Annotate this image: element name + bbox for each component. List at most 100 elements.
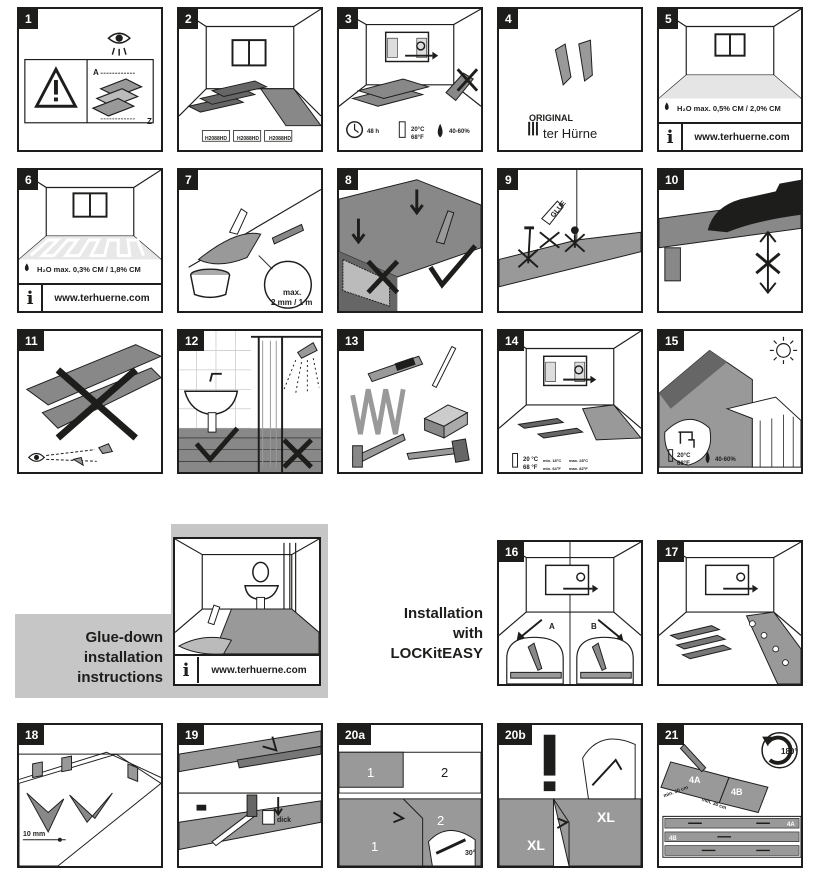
original-tools-illustration <box>528 39 593 136</box>
panel-21: 21 180° 4A 4B min. 30 cm min. 30 cm 4A 4… <box>657 723 803 868</box>
conservatory-illustration <box>659 336 801 468</box>
panel-10: 10 <box>657 168 803 313</box>
panel-5: 5 H₂O max. 0,5% CM / 2,0% CM i www.terhu… <box>657 7 803 152</box>
max-c-label: max. 28°C <box>569 458 589 463</box>
label-b: B <box>591 622 597 631</box>
title-line: instructions <box>77 669 163 686</box>
sun-icon <box>769 336 798 365</box>
panel-20a: 20a 1 2 1 2 30° <box>337 723 483 868</box>
step-number: 4 <box>499 9 518 29</box>
info-bar: i www.terhuerne.com <box>175 654 319 684</box>
no-glue-no-nails-illustration <box>499 170 641 288</box>
step-number: 16 <box>499 542 525 562</box>
panel-20b: 20b XL XL <box>497 723 643 868</box>
website-link[interactable]: www.terhuerne.com <box>694 131 790 143</box>
min-c-label: min. 18°C <box>543 458 562 463</box>
label-a: A <box>549 622 555 631</box>
humidity-label: 40-60% <box>449 129 470 135</box>
screed-moisture-illustration <box>659 9 801 111</box>
info-icon: i <box>19 285 43 311</box>
panel-7: 7 max. 2 mm / 1 m <box>177 168 323 313</box>
panel-12: 12 <box>177 329 323 474</box>
step-number: 18 <box>19 725 45 745</box>
panel-18: 18 10 mm <box>17 723 163 868</box>
sort-panels-illustration <box>659 542 801 684</box>
step-number: 6 <box>19 170 38 190</box>
max-label: max. <box>283 288 302 297</box>
temp-f-label: 68 °F <box>523 465 538 471</box>
thickness-label: dick <box>277 817 292 824</box>
original-label: ORIGINAL <box>529 113 573 123</box>
panel-2: 2 H2088HD H2088HD H2088HD <box>177 7 323 152</box>
temp-f-label: 68°F <box>677 461 690 467</box>
min-f-label: min. 64°F <box>543 466 561 471</box>
step-number: 1 <box>19 9 38 29</box>
lockiteasy-title: Installation with LOCKitEASY <box>370 604 483 664</box>
panel-17: 17 <box>657 540 803 686</box>
panel-16: 16 A B <box>497 540 643 686</box>
info-bar: i www.terhuerne.com <box>19 283 161 311</box>
underfloor-heating-illustration <box>19 170 161 272</box>
level-floor-illustration <box>188 188 321 309</box>
step-number: 19 <box>179 725 205 745</box>
step-number: 8 <box>339 170 358 190</box>
step-number: 20b <box>499 725 532 745</box>
glue-down-background <box>15 614 171 698</box>
box-label-1: H2088HD <box>205 136 227 142</box>
time-label: 48 h <box>367 129 380 135</box>
eye-icon <box>27 452 46 462</box>
title-line: Installation <box>403 605 483 622</box>
xl-label-right: XL <box>597 809 615 825</box>
glue-down-title: Glue-down installation instructions <box>15 628 163 688</box>
label-z: Z <box>147 117 152 126</box>
panel-9: 9 GLUE <box>497 168 643 313</box>
panel-label-1: 1 <box>367 765 375 780</box>
tools-illustration <box>350 345 470 468</box>
step-number: 14 <box>499 331 525 351</box>
step-number: 7 <box>179 170 198 190</box>
inspect-panels-illustration <box>25 344 161 467</box>
rotate-icon <box>761 732 798 769</box>
website-link[interactable]: www.terhuerne.com <box>54 292 150 304</box>
title-line: LOCKitEASY <box>390 645 483 662</box>
step-number: 12 <box>179 331 205 351</box>
label-a: A <box>93 68 99 77</box>
max-value: 2 mm / 1 m <box>271 298 313 307</box>
room-with-packs-illustration <box>179 9 321 142</box>
title-line: installation <box>83 649 163 666</box>
join-short-side-illustration <box>339 751 481 866</box>
board-label-4b: 4B <box>731 787 743 797</box>
box-label-3: H2088HD <box>269 136 291 142</box>
website-link[interactable]: www.terhuerne.com <box>211 664 307 676</box>
warning-icon <box>34 66 78 108</box>
row-label-4b: 4B <box>669 836 677 842</box>
read-instructions-illustration <box>24 32 154 124</box>
panel-label-2b: 2 <box>437 813 445 828</box>
humidity-label: 40-60% <box>715 457 736 463</box>
step-number: 20a <box>339 725 372 745</box>
step-number: 10 <box>659 170 685 190</box>
angle-label: 30° <box>465 850 476 857</box>
temp-c-label: 20°C <box>677 453 691 459</box>
remove-carpet-illustration <box>339 179 481 311</box>
step-number: 15 <box>659 331 685 351</box>
spacers-illustration <box>19 751 161 866</box>
max-f-label: max. 82°F <box>569 466 588 471</box>
panel-6: 6 H₂O max. 0,3% CM / 1,8% CM i www.terhu… <box>17 168 163 313</box>
row-label-4a: 4A <box>787 822 795 828</box>
title-line: Glue-down <box>85 629 164 646</box>
panel-1: 1 A Z <box>17 7 163 152</box>
panel-8: 8 <box>337 168 483 313</box>
temp-f-label: 68°F <box>411 135 424 141</box>
step-number: 13 <box>339 331 365 351</box>
box-label-2: H2088HD <box>237 136 259 142</box>
panel-13: 13 <box>337 329 483 474</box>
step-number: 21 <box>659 725 685 745</box>
title-line: with <box>453 625 483 642</box>
board-label-4a: 4A <box>689 775 701 785</box>
panel-15: 15 20°C 68°F 40-60% <box>657 329 803 474</box>
panel-14: 14 20 °C 68 °F min. 18°C max. 28°C min. … <box>497 329 643 474</box>
step-number: 11 <box>19 331 44 351</box>
acclimatize-packs-illustration <box>339 9 481 139</box>
step-number: 3 <box>339 9 358 29</box>
